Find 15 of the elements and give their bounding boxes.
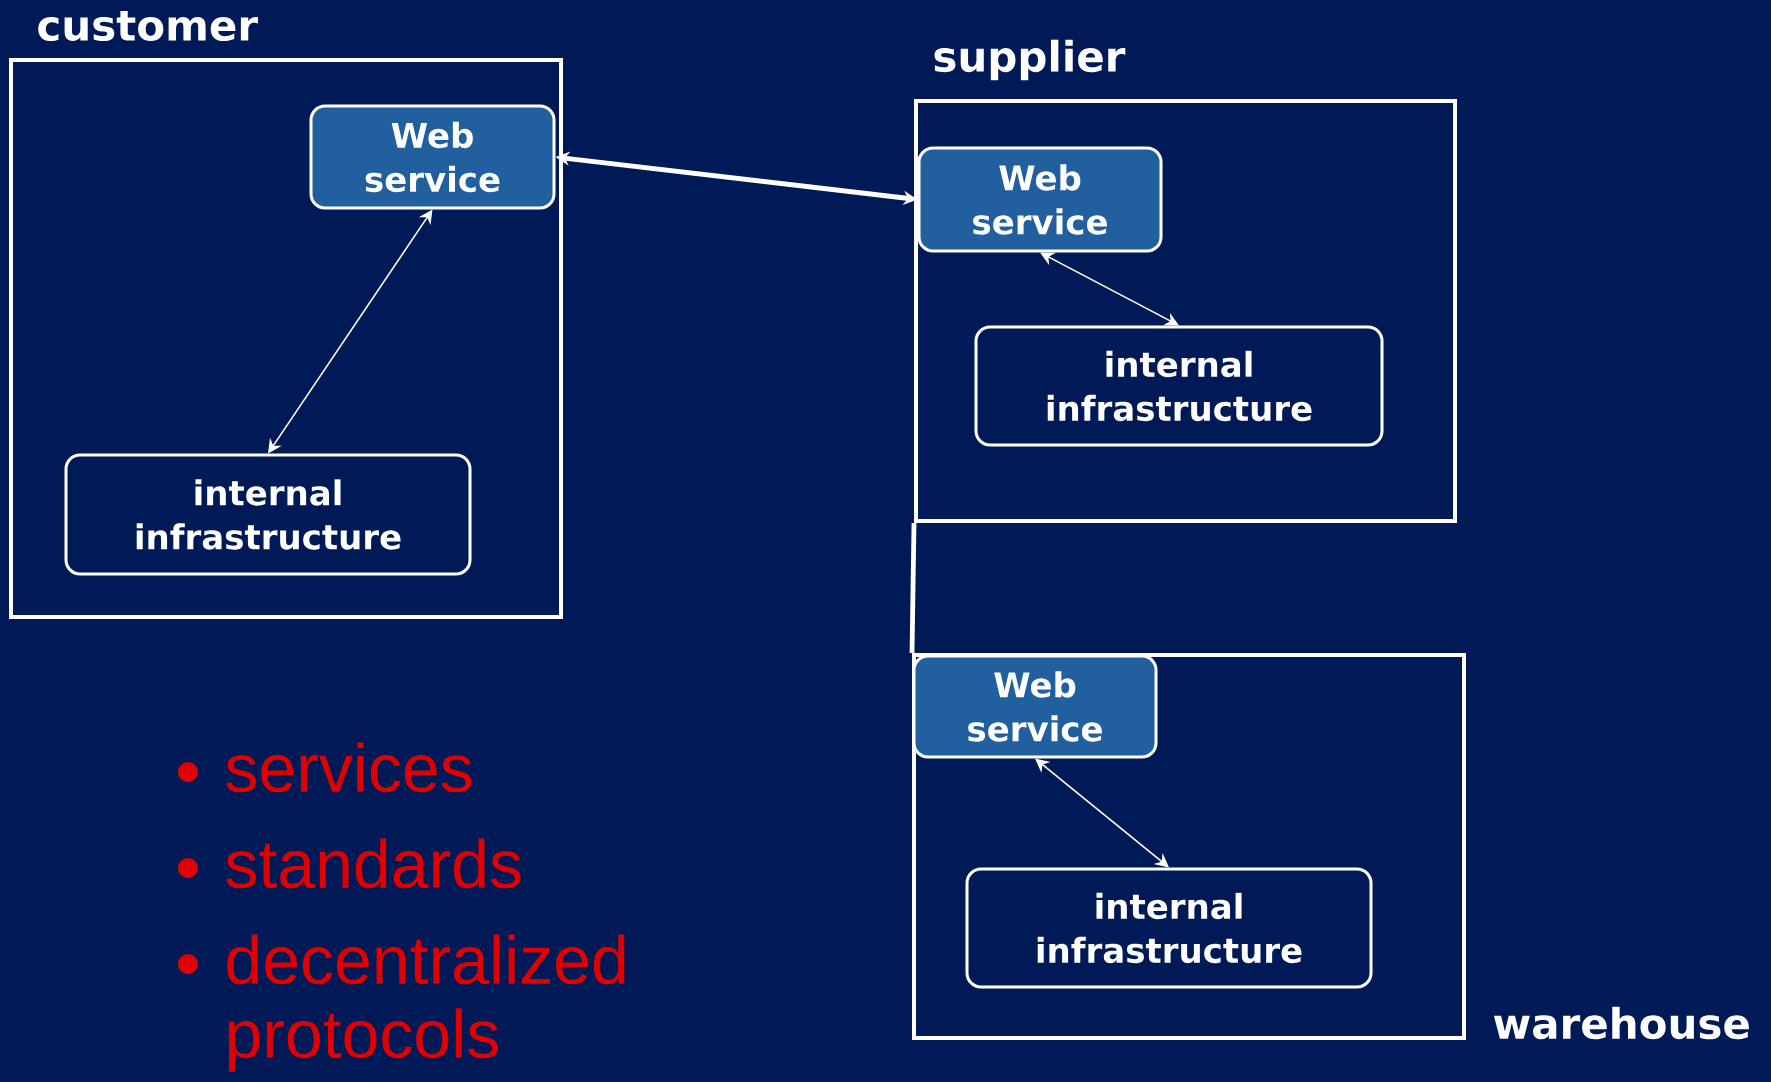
arrow (1040, 252, 1179, 326)
service-box: Web service (912, 654, 1158, 759)
connector-line (909, 522, 917, 654)
infrastructure-box: internal infrastructure (974, 325, 1384, 447)
arrow (1035, 758, 1169, 868)
container-title: customer (38, 10, 258, 42)
infrastructure-box: internal infrastructure (64, 453, 472, 576)
infrastructure-box: internal infrastructure (965, 867, 1373, 989)
bullet-item: standards (178, 838, 521, 889)
container-title: supplier (934, 39, 1126, 81)
service-box: Web service (917, 146, 1163, 253)
bullet-item: decentralized protocols (178, 934, 625, 1072)
service-box: Web service (309, 104, 556, 210)
container-title: warehouse (1493, 1006, 1749, 1040)
bullet-item: services (178, 742, 472, 793)
